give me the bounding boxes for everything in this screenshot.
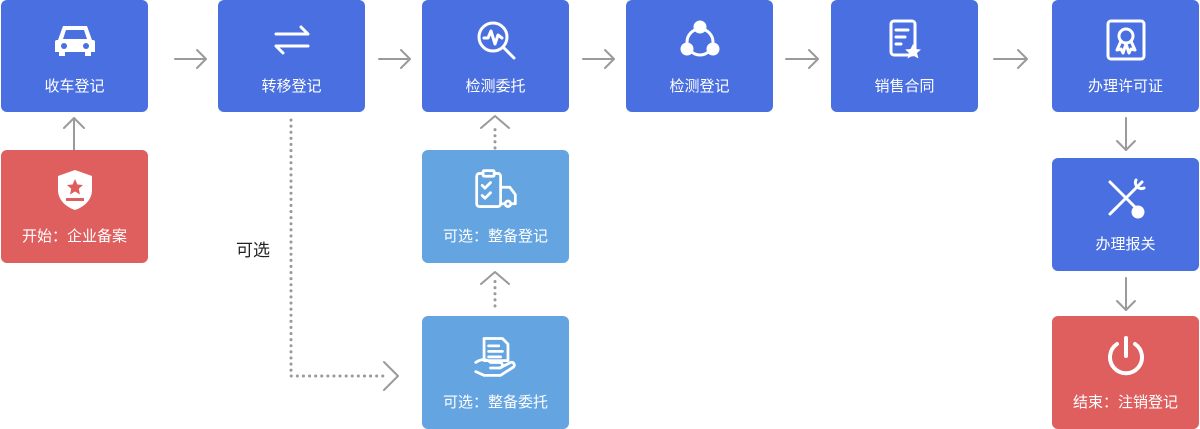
node-label: 转移登记	[261, 77, 322, 95]
arrow-inspect-to-register	[582, 49, 615, 69]
arrow-register-to-sales	[785, 49, 819, 69]
node-sales-contract[interactable]: 销售合同	[831, 0, 978, 112]
tools-icon	[1103, 175, 1149, 221]
magnifier-chart-icon	[473, 17, 519, 63]
arrow-sales-to-license	[993, 49, 1028, 69]
node-label: 检测登记	[669, 77, 730, 95]
node-label: 销售合同	[874, 77, 935, 95]
arrow-head-opt-entrust-to-opt-reg	[480, 271, 510, 285]
shield-star-icon	[52, 167, 98, 213]
car-icon	[52, 17, 98, 63]
arrow-transfer-to-inspect	[378, 49, 411, 69]
node-label: 办理报关	[1095, 236, 1156, 253]
node-start-enterprise-filing[interactable]: 开始：企业备案	[1, 150, 148, 263]
node-label: 开始：企业备案	[21, 228, 127, 245]
node-inspection-entrust[interactable]: 检测委托	[422, 0, 569, 112]
node-label: 结束：注销登记	[1072, 394, 1178, 411]
swap-arrows-icon	[269, 17, 315, 63]
arrow-customs-to-end	[1116, 277, 1136, 311]
certificate-icon	[1103, 17, 1149, 63]
contract-star-icon	[882, 17, 928, 63]
node-label: 检测委托	[465, 77, 526, 95]
node-optional-prep-entrust[interactable]: 可选：整备委托	[422, 316, 569, 429]
node-label: 办理许可证	[1087, 77, 1163, 95]
dotted-path-transfer-to-opt-entrust	[289, 118, 390, 378]
arrow-collect-to-transfer	[174, 49, 207, 69]
node-optional-prep-registration[interactable]: 可选：整备登记	[422, 150, 569, 263]
network-icon	[677, 17, 723, 63]
arrow-head-opt-reg-to-inspect	[480, 115, 510, 129]
node-label: 收车登记	[44, 77, 105, 95]
power-icon	[1103, 333, 1149, 379]
clipboard-truck-icon	[473, 167, 519, 213]
hand-document-icon	[473, 333, 519, 379]
node-customs-declaration[interactable]: 办理报关	[1052, 158, 1199, 271]
node-collect-registration[interactable]: 收车登记	[1, 0, 148, 112]
node-end-deregistration[interactable]: 结束：注销登记	[1052, 316, 1199, 429]
arrow-license-to-customs	[1116, 117, 1136, 151]
arrow-head-to-opt-entrust	[383, 361, 399, 391]
node-license[interactable]: 办理许可证	[1052, 0, 1199, 112]
node-label: 可选：整备委托	[442, 394, 548, 411]
optional-path-note: 可选	[236, 241, 270, 260]
arrow-start-to-collect	[63, 117, 85, 151]
node-inspection-registration[interactable]: 检测登记	[626, 0, 773, 112]
node-transfer-registration[interactable]: 转移登记	[218, 0, 365, 112]
node-label: 可选：整备登记	[442, 228, 548, 245]
